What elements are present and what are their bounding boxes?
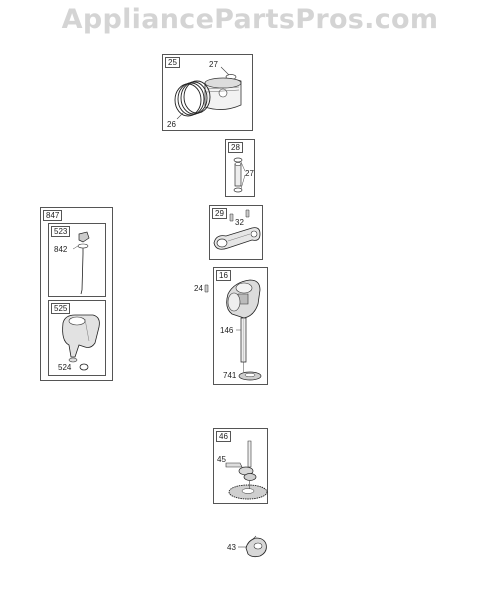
callout-label: 24 — [194, 284, 203, 293]
piston-pin-box[interactable]: 28 27 — [225, 139, 255, 197]
crankshaft-box[interactable]: 16 146 741 — [213, 267, 268, 385]
callout-label: 27 — [209, 60, 218, 69]
callout-label: 45 — [217, 455, 226, 464]
oil-fill-tube-box[interactable]: 525 524 — [48, 300, 106, 376]
piston-pin-illustration — [226, 140, 256, 198]
oil-fill-tube-illustration — [49, 301, 107, 377]
callout-tag: 25 — [165, 57, 180, 68]
dipstick-illustration — [49, 224, 107, 298]
callout-label: 842 — [54, 245, 68, 254]
callout-label: 26 — [167, 120, 176, 129]
callout-tag: 28 — [228, 142, 243, 153]
watermark: AppliancePartsPros.com — [61, 4, 439, 35]
callout-label: 43 — [227, 543, 236, 552]
connecting-rod-box[interactable]: 29 32 — [209, 205, 263, 260]
callout-tag: 523 — [51, 226, 71, 237]
callout-label: 32 — [235, 218, 244, 227]
crankshaft-illustration — [214, 268, 269, 386]
camshaft-illustration — [214, 429, 269, 505]
piston-illustration — [163, 55, 254, 132]
piston-assembly-box[interactable]: 25 27 26 — [162, 54, 253, 131]
oil-fill-assembly-box[interactable]: 847 523 842 525 524 — [40, 207, 113, 381]
callout-label: 741 — [223, 371, 237, 380]
callout-label: 146 — [220, 326, 234, 335]
callout-tag: 46 — [216, 431, 231, 442]
callout-tag: 525 — [51, 303, 71, 314]
callout-label: 524 — [58, 363, 72, 372]
callout-tag: 847 — [43, 210, 63, 221]
dipstick-box[interactable]: 523 842 — [48, 223, 106, 297]
callout-label: 27 — [245, 169, 254, 178]
callout-tag: 29 — [212, 208, 227, 219]
connecting-rod-illustration — [210, 206, 264, 261]
camshaft-box[interactable]: 46 45 — [213, 428, 268, 504]
callout-tag: 16 — [216, 270, 231, 281]
